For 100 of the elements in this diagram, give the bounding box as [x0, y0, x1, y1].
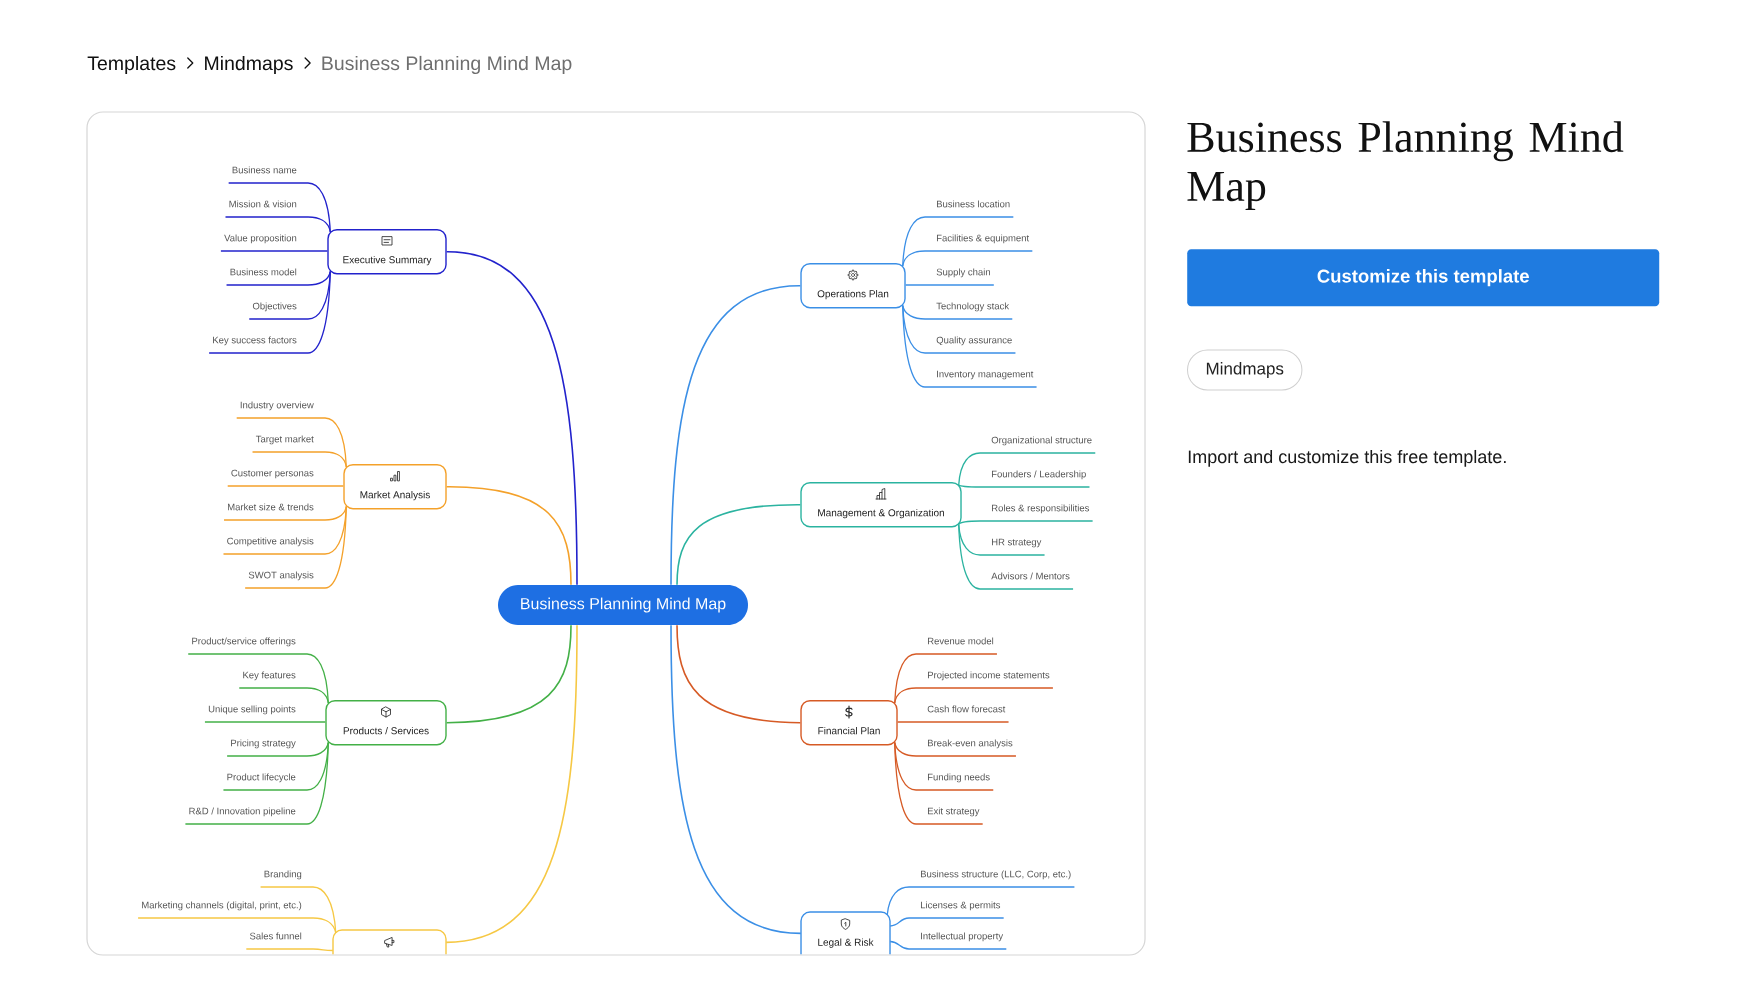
- connector-line: [676, 503, 802, 586]
- connector-line: [208, 270, 331, 354]
- subtopic-text: Branding: [264, 870, 302, 880]
- topic-box: Market Analysis: [343, 464, 447, 510]
- topic-box: Financial Plan: [800, 700, 898, 746]
- connector-line: [220, 250, 328, 252]
- subtopic-text: Sales funnel: [249, 932, 302, 940]
- connector-line: [894, 741, 1017, 757]
- subtopic-text: Business name: [232, 166, 297, 174]
- connector-line: [902, 250, 1033, 267]
- breadcrumb-link: Mindmaps: [205, 55, 293, 75]
- subtopic-text: Inventory management: [937, 370, 1034, 380]
- subtopic-text: Marketing channels (digital, print, etc.): [142, 901, 302, 911]
- connector-line: [958, 452, 1096, 486]
- connector-line: [238, 687, 329, 704]
- connector-line: [445, 624, 572, 724]
- subtopic-text: Quality assurance: [936, 336, 1012, 346]
- subtopic-text: Business model: [230, 268, 297, 276]
- subtopic-text: Key success factors: [213, 336, 297, 346]
- subtopic-text: Objectives: [252, 302, 297, 312]
- connector-line: [670, 624, 802, 935]
- connector-line: [236, 417, 347, 468]
- connector-line: [894, 687, 1054, 704]
- connector-line: [958, 484, 1091, 488]
- subtopic-text: Facilities & equipment: [937, 234, 1030, 244]
- subtopic-text: Key features: [243, 671, 296, 681]
- connector-line: [889, 917, 1005, 927]
- central-topic: Business Planning Mind Map: [498, 585, 748, 625]
- connector-line: [445, 250, 578, 586]
- subtopic-text: Advisors / Mentors: [991, 572, 1070, 580]
- subtopic-text: Target market: [255, 435, 314, 445]
- subtopic-text: HR strategy: [992, 538, 1042, 548]
- subtopic-text: SWOT analysis: [248, 571, 314, 581]
- connector-line: [251, 451, 347, 468]
- connector-line: [184, 741, 329, 825]
- connector-line: [228, 182, 331, 233]
- connector-line: [902, 304, 1038, 388]
- topic-box: Products / Services: [325, 700, 447, 746]
- connector-line: [223, 505, 347, 521]
- subtopic-text: Funding needs: [928, 773, 990, 783]
- connector-line: [187, 653, 329, 704]
- subtopic-text: Roles & responsibilities: [992, 504, 1090, 514]
- subtopic-text: Business location: [937, 200, 1010, 208]
- subtopic-text: Cash flow forecast: [927, 705, 1006, 713]
- connector-line: [889, 940, 1007, 950]
- topic-box: Legal & Risk: [800, 911, 891, 955]
- connector-line: [204, 721, 326, 723]
- connector-line: [226, 741, 329, 757]
- connector-line: [894, 653, 998, 704]
- subtopic-text: Licenses & permits: [921, 901, 1001, 911]
- subtopic-text: Revenue model: [928, 637, 994, 645]
- subtopic-text: Exit strategy: [928, 807, 980, 817]
- topic-box: Executive Summary: [327, 229, 447, 275]
- subtopic-text: Unique selling points: [208, 705, 296, 715]
- connector-line: [902, 216, 1014, 267]
- subtopic-text: Industry overview: [240, 401, 314, 411]
- connector-line: [227, 485, 344, 487]
- subtopic-text: Customer personas: [231, 469, 314, 479]
- subtopic-text: Projected income statements: [928, 671, 1050, 681]
- subtopic-text: Product/service offerings: [192, 637, 296, 647]
- connector-line: [225, 270, 331, 286]
- topic-box: Operations Plan: [800, 263, 906, 309]
- subtopic-text: Business structure (LLC, Corp, etc.): [921, 870, 1071, 880]
- connector-line: [958, 523, 1074, 590]
- connector-line: [245, 948, 334, 952]
- connector-line: [902, 304, 1013, 320]
- page-title: Business Planning Mind Map: [1187, 121, 1624, 211]
- subtopic-text: Break-even analysis: [928, 739, 1013, 749]
- connector-line: [958, 523, 1046, 556]
- subtopic-text: Technology stack: [936, 302, 1010, 312]
- connector-line: [445, 624, 578, 944]
- subtopic-text: Founders / Leadership: [992, 470, 1086, 480]
- connector-line: [902, 304, 1017, 354]
- subtopic-text: Value proposition: [224, 234, 297, 244]
- connector-line: [958, 520, 1094, 526]
- category-tag: Mindmaps: [1187, 349, 1303, 391]
- topic-box: Management & Organization: [800, 482, 962, 528]
- connector-line: [894, 741, 984, 825]
- connector-line: [445, 485, 572, 586]
- subtopic-text: Supply chain: [936, 268, 990, 278]
- breadcrumb-link: Templates: [87, 55, 176, 75]
- connector-line: [905, 284, 995, 286]
- connector-line: [670, 284, 802, 586]
- subtopic-text: Pricing strategy: [231, 739, 296, 749]
- connector-line: [886, 886, 1076, 916]
- subtopic-text: Competitive analysis: [227, 537, 314, 547]
- subtopic-text: R&D / Innovation pipeline: [189, 807, 296, 817]
- subtopic-text: Mission & vision: [229, 200, 297, 208]
- breadcrumb-current: Business Planning Mind Map: [322, 55, 572, 75]
- subtopic-text: Intellectual property: [921, 932, 1004, 942]
- connector-line: [248, 270, 331, 320]
- connector-line: [244, 505, 347, 589]
- connector-line: [676, 624, 802, 724]
- connector-line: [224, 216, 331, 233]
- subtopic-text: Product lifecycle: [227, 773, 296, 783]
- description-text: Import and customize this free template.: [1188, 449, 1506, 467]
- subtopic-text: Market size & trends: [228, 503, 314, 511]
- connector-line: [897, 721, 1010, 723]
- subtopic-text: Organizational structure: [991, 436, 1092, 446]
- customize-button: Customize this template: [1187, 249, 1660, 307]
